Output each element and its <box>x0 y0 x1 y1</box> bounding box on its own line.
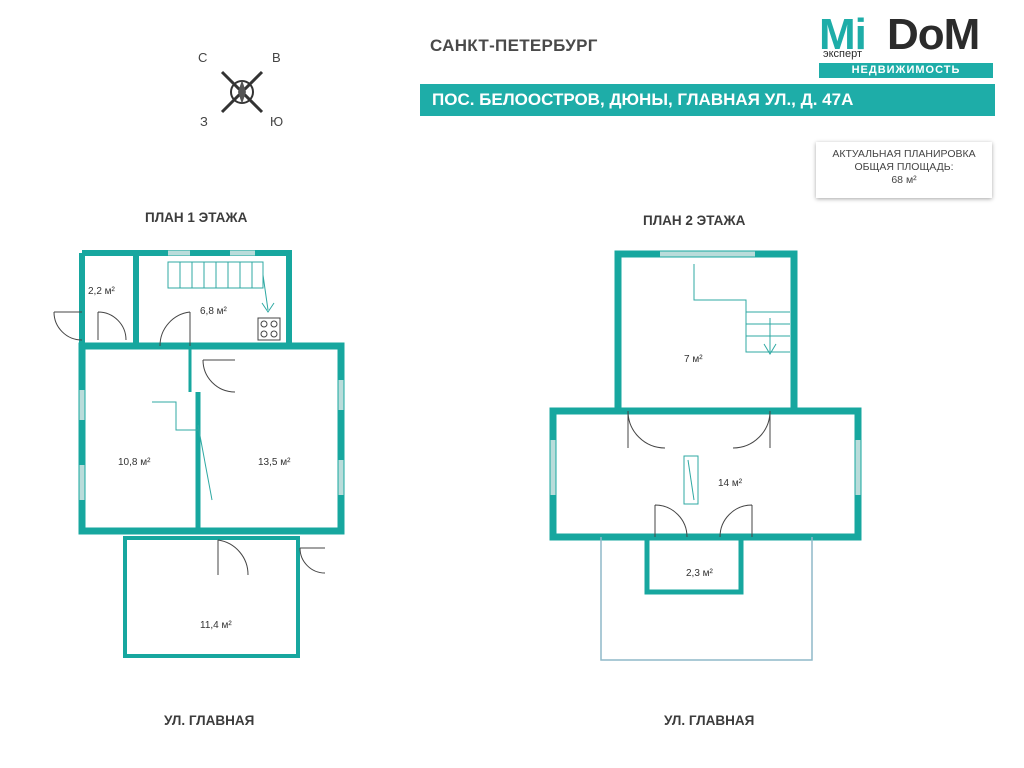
info-line-2: ОБЩАЯ ПЛОЩАДЬ: <box>854 161 954 173</box>
plan2-room-top: 7 м² <box>684 354 703 365</box>
plan1-windows <box>79 250 344 500</box>
plan1-stairs <box>152 261 275 501</box>
plan2-stairs <box>683 264 790 505</box>
plan1-room-vestibule: 2,2 м² <box>88 286 115 297</box>
plan2-street: УЛ. ГЛАВНАЯ <box>664 713 755 728</box>
plan1-room-kitchen: 6,8 м² <box>200 306 227 317</box>
compass-west: З <box>200 114 208 129</box>
plan2-room-small: 2,3 м² <box>686 568 713 579</box>
logo-dom: DoM <box>887 10 980 59</box>
compass-rose-icon <box>220 70 264 114</box>
info-line-1: АКТУАЛЬНАЯ ПЛАНИРОВКА <box>832 148 976 160</box>
city-title: САНКТ-ПЕТЕРБУРГ <box>430 36 598 55</box>
compass-south: Ю <box>270 114 284 129</box>
plan1-drawing <box>78 250 345 658</box>
plan1-street: УЛ. ГЛАВНАЯ <box>164 713 255 728</box>
plan1-doors <box>53 311 326 576</box>
logo-expert: эксперт <box>823 48 863 60</box>
compass-east: В <box>272 50 281 65</box>
address-bar: ПОС. БЕЛООСТРОВ, ДЮНЫ, ГЛАВНАЯ УЛ., Д. 4… <box>420 84 995 116</box>
logo-tagline: НЕДВИЖИМОСТЬ <box>819 63 993 78</box>
plan2-doors <box>627 410 771 538</box>
plan1-room-terrace: 11,4 м² <box>200 620 232 631</box>
plan2-room-main: 14 м² <box>718 478 743 489</box>
plan1-title: ПЛАН 1 ЭТАЖА <box>145 210 248 225</box>
area-info-box: АКТУАЛЬНАЯ ПЛАНИРОВКА ОБЩАЯ ПЛОЩАДЬ: 68 … <box>816 142 992 198</box>
midom-logo: Mi DoM эксперт НЕДВИЖИМОСТЬ <box>815 10 995 80</box>
plan1-room-left: 10,8 м² <box>118 457 151 468</box>
logo-mi: Mi <box>819 10 867 59</box>
plan2-windows <box>550 251 861 495</box>
plan1-room-right: 13,5 м² <box>258 457 291 468</box>
plan2-title: ПЛАН 2 ЭТАЖА <box>643 213 746 228</box>
plan2-balcony <box>600 537 813 661</box>
info-line-3: 68 м² <box>891 174 917 186</box>
compass-north: С <box>198 50 208 65</box>
